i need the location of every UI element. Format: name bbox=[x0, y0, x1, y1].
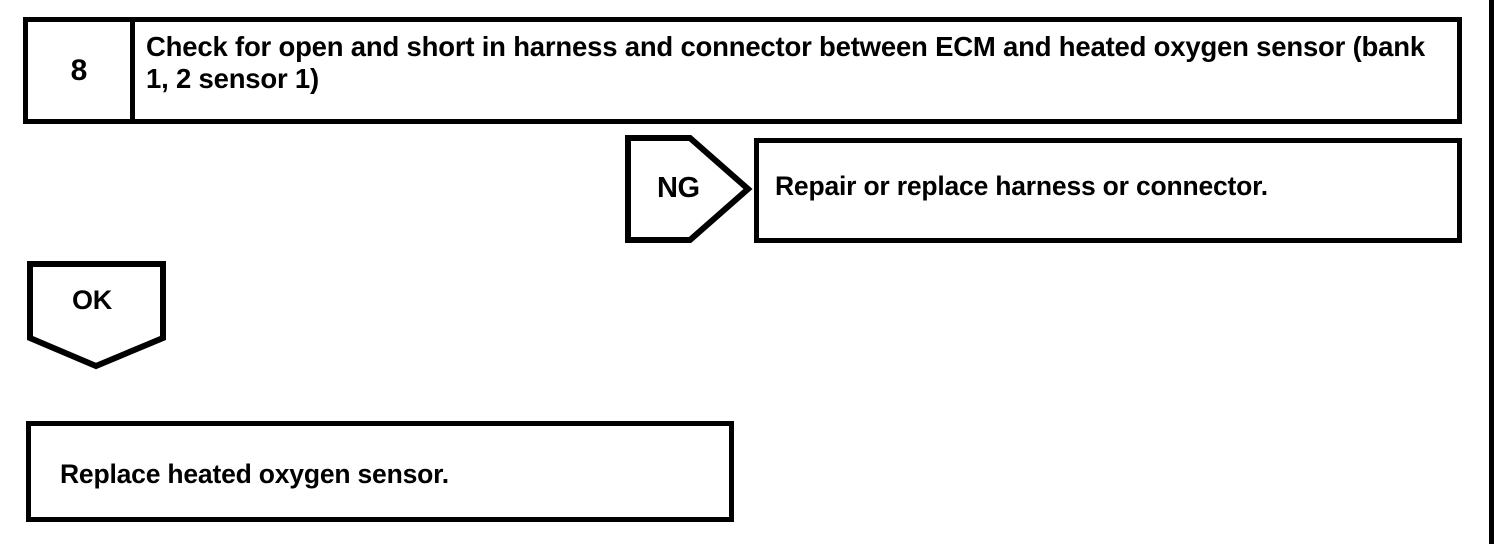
step-number-cell: 8 bbox=[28, 22, 135, 119]
ok-result-text: Replace heated oxygen sensor. bbox=[60, 459, 449, 489]
step-number: 8 bbox=[70, 53, 88, 87]
ng-arrow-icon bbox=[625, 135, 753, 243]
ng-branch-label: NG bbox=[657, 172, 700, 204]
ng-arrow-shape bbox=[620, 130, 756, 248]
ok-arrow-icon bbox=[27, 261, 166, 370]
ng-result-text: Repair or replace harness or connector. bbox=[775, 171, 1268, 201]
ok-arrow-shape bbox=[22, 256, 170, 372]
ok-result-box: Replace heated oxygen sensor. bbox=[26, 421, 734, 522]
step-instruction-text: Check for open and short in harness and … bbox=[146, 31, 1425, 94]
step-box: 8 Check for open and short in harness an… bbox=[23, 17, 1462, 124]
ng-result-box: Repair or replace harness or connector. bbox=[754, 138, 1462, 243]
ok-branch-label: OK bbox=[72, 285, 112, 315]
page-edge-rule bbox=[1489, 0, 1494, 544]
